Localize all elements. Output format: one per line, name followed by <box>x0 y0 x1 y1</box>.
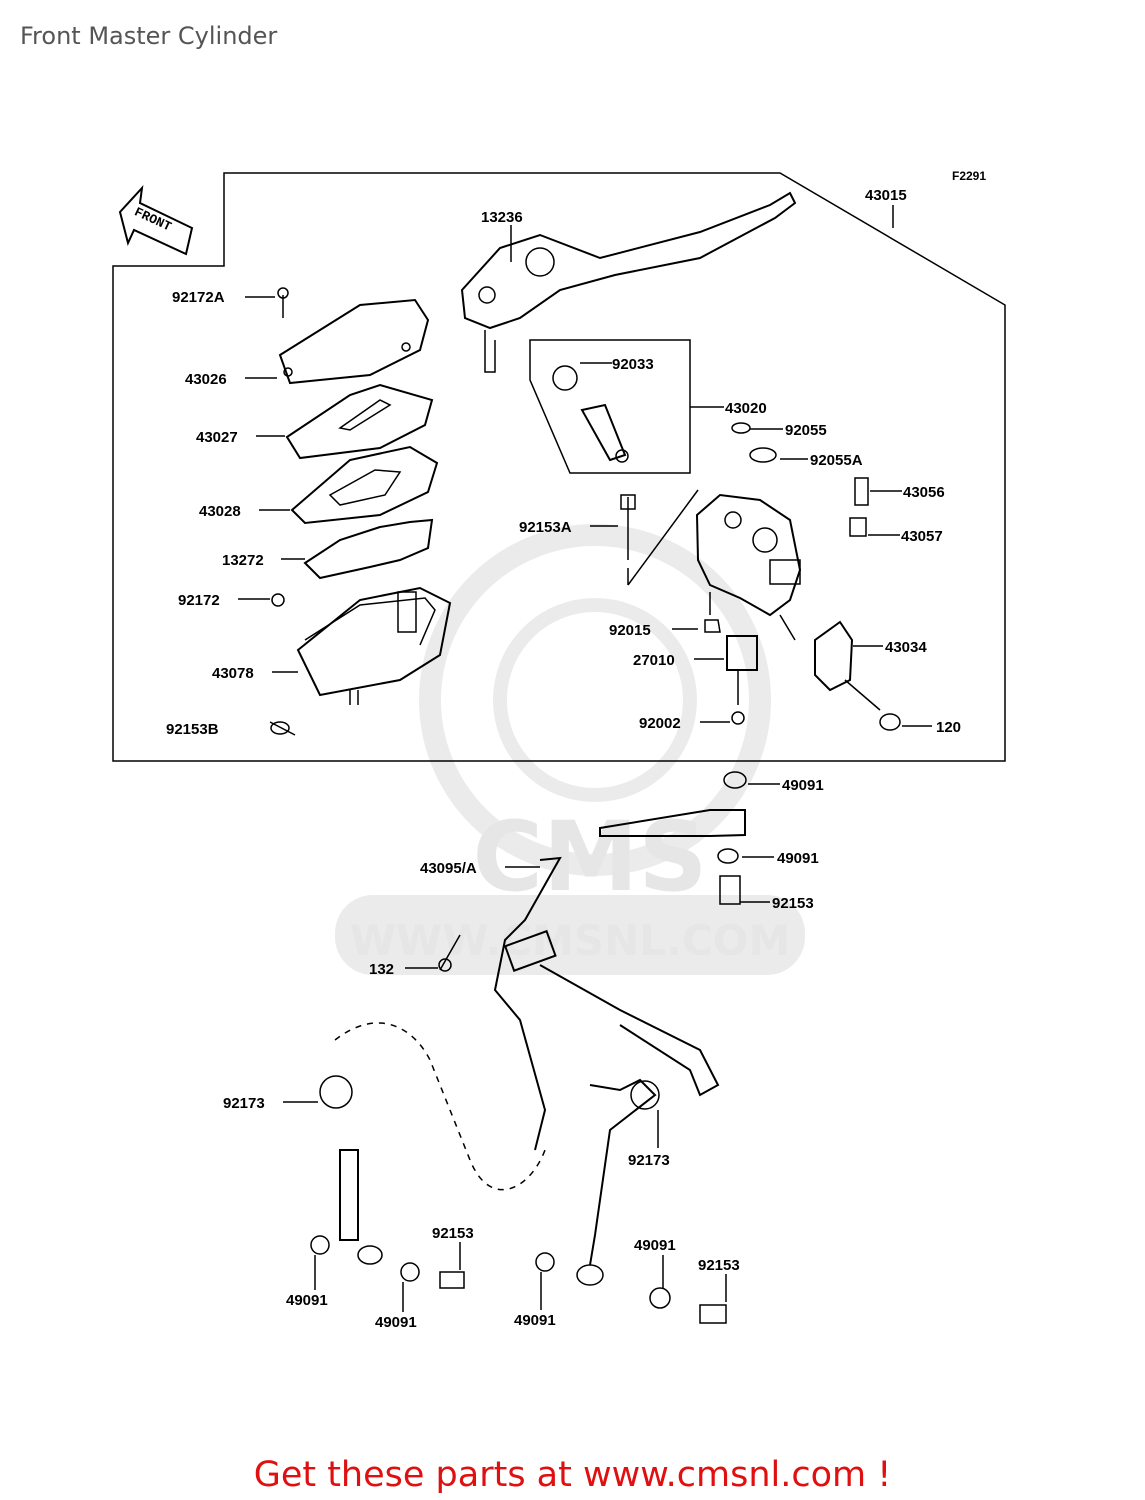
front-arrow-icon: FRONT <box>118 184 194 256</box>
label-92153A: 92153A <box>519 519 572 536</box>
master-cylinder-body <box>620 422 869 641</box>
label-43020: 43020 <box>725 400 767 417</box>
label-49091-bottom-center-left: 49091 <box>375 1314 417 1331</box>
label-43095A: 43095/A <box>420 860 477 877</box>
assembly-frame <box>112 172 1006 762</box>
label-43015: 43015 <box>865 187 907 204</box>
label-92055A: 92055A <box>810 452 863 469</box>
label-92153B: 92153B <box>166 721 219 738</box>
label-92033: 92033 <box>612 356 654 373</box>
label-49091-top: 49091 <box>782 777 824 794</box>
reservoir-plate <box>285 383 434 460</box>
label-92002: 92002 <box>639 715 681 732</box>
footer-link-text[interactable]: Get these parts at www.cmsnl.com ! <box>253 1455 892 1495</box>
label-27010: 27010 <box>633 652 675 669</box>
label-92153-bottom-left: 92153 <box>432 1225 474 1242</box>
svg-text:CMS: CMS <box>472 801 707 913</box>
label-43027: 43027 <box>196 429 238 446</box>
label-92153-bottom-right: 92153 <box>698 1257 740 1274</box>
label-43078: 43078 <box>212 665 254 682</box>
label-43034: 43034 <box>885 639 927 656</box>
parts-diagram: WWW.CMSNL.COM CMS FRONT F2291 <box>112 169 1006 1331</box>
label-92173-right: 92173 <box>628 1152 670 1169</box>
label-43056: 43056 <box>903 484 945 501</box>
seal-plate <box>303 518 434 580</box>
watermark-text: WWW.CMSNL.COM <box>350 916 791 965</box>
label-132: 132 <box>369 961 394 978</box>
diaphragm <box>290 445 439 525</box>
label-43057: 43057 <box>901 528 943 545</box>
page-title: Front Master Cylinder <box>20 22 278 50</box>
label-92172A: 92172A <box>172 289 225 306</box>
label-92055: 92055 <box>785 422 827 439</box>
label-92015: 92015 <box>609 622 651 639</box>
label-49091-bottom-left: 49091 <box>286 1292 328 1309</box>
label-92153-upper: 92153 <box>772 895 814 912</box>
reservoir-tank <box>269 586 452 736</box>
part-labels: 43015 13236 92172A 43026 43027 43028 132… <box>166 187 961 1331</box>
reservoir-cap <box>277 287 430 385</box>
piston-kit-bracket <box>529 339 691 474</box>
figure-code: F2291 <box>952 169 986 183</box>
label-49091-mid: 49091 <box>777 850 819 867</box>
watermark: WWW.CMSNL.COM CMS <box>335 524 805 975</box>
label-92173-left: 92173 <box>223 1095 265 1112</box>
piston-kit <box>552 365 629 463</box>
brake-hose-assembly <box>310 771 747 1324</box>
label-49091-bottom-center: 49091 <box>514 1312 556 1329</box>
label-13272: 13272 <box>222 552 264 569</box>
label-120: 120 <box>936 719 961 736</box>
label-13236: 13236 <box>481 209 523 226</box>
leader-lines <box>238 205 932 1312</box>
brake-switch <box>726 635 758 725</box>
handlebar-clamp <box>814 620 901 731</box>
label-43026: 43026 <box>185 371 227 388</box>
brake-lever <box>460 191 797 373</box>
label-92172: 92172 <box>178 592 220 609</box>
label-49091-bottom-right-upper: 49091 <box>634 1237 676 1254</box>
label-43028: 43028 <box>199 503 241 520</box>
